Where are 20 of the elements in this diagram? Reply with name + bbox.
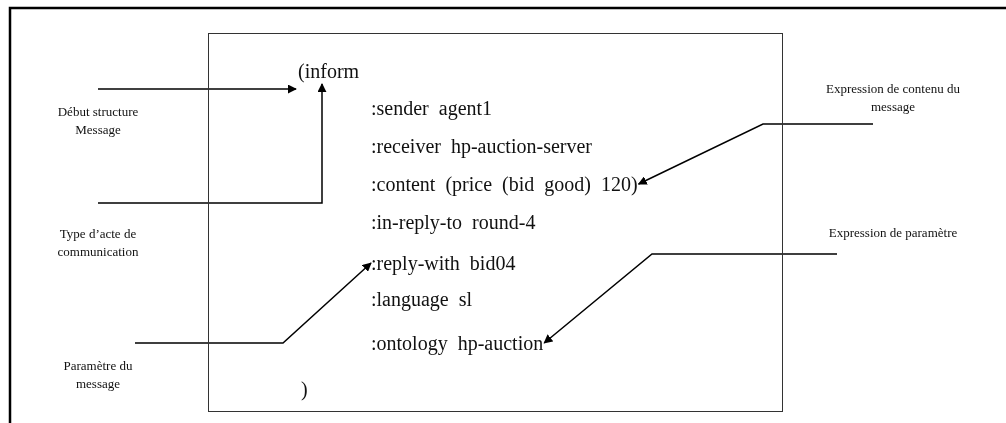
arrow (637, 123, 874, 185)
code-line: :receiver hp-auction-server (371, 134, 592, 158)
annotation-label: Début structure Message (40, 89, 156, 139)
annotation-label: Type d’acte de communication (40, 203, 156, 261)
code-line: :language sl (371, 287, 473, 311)
code-line: :in-reply-to round-4 (371, 210, 536, 234)
annotation-label: Expression de contenu du message (813, 80, 973, 124)
code-line: :sender agent1 (371, 96, 493, 120)
arrow (97, 84, 297, 94)
annotation-label: Expression de paramètre (803, 224, 983, 254)
code-line: :ontology hp-auction (371, 331, 544, 355)
code-line: (inform (298, 59, 360, 83)
arrow (543, 253, 838, 344)
annotation-label: Paramètre du message (40, 343, 156, 393)
code-line: :reply-with bid04 (371, 251, 516, 275)
arrow (97, 83, 327, 204)
code-line: ) (301, 377, 308, 401)
arrow (134, 262, 372, 344)
message-box (208, 33, 783, 412)
code-line: :content (price (bid good) 120) (371, 172, 638, 196)
